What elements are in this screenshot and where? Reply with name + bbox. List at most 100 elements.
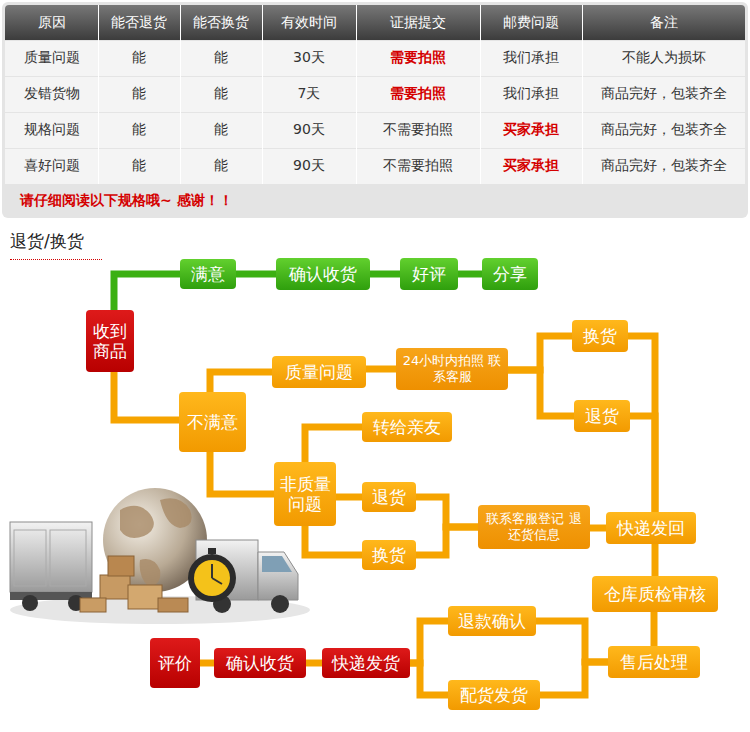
node-text: 售后处理 bbox=[620, 652, 688, 672]
table-cell: 喜好问题 bbox=[5, 148, 98, 184]
connector-line bbox=[590, 525, 606, 532]
node-text: 退货 bbox=[372, 487, 406, 507]
connector-line bbox=[210, 452, 274, 494]
process-box: 仓库质检审核 bbox=[592, 576, 718, 612]
table-cell: 买家承担 bbox=[480, 112, 582, 148]
node-text-wrap: 评价 bbox=[158, 653, 192, 673]
cell-text: 能 bbox=[132, 85, 146, 103]
process-box: 确认收货 bbox=[214, 648, 306, 678]
process-box: 快递发货 bbox=[322, 648, 410, 678]
node-text: 确认收货 bbox=[226, 653, 294, 673]
connector-line bbox=[416, 497, 478, 527]
flow-connector bbox=[114, 274, 180, 310]
table-cell: 能 bbox=[98, 112, 180, 148]
table-header-cell: 备注 bbox=[582, 5, 745, 40]
process-box: 收到商品 bbox=[86, 310, 134, 372]
connector-line bbox=[508, 370, 574, 416]
table-cell: 7天 bbox=[262, 76, 356, 112]
cell-text: 证据提交 bbox=[390, 14, 446, 32]
flow-connector bbox=[628, 336, 655, 512]
node-text-wrap: 满意 bbox=[191, 264, 225, 284]
diagram-title: 退货/换货 bbox=[10, 230, 84, 253]
cell-text: 商品完好，包装齐全 bbox=[601, 157, 727, 175]
flow-connector bbox=[508, 370, 574, 416]
cell-text: 我们承担 bbox=[503, 85, 559, 103]
node-text-wrap: 退货 bbox=[372, 487, 406, 507]
connector-line bbox=[305, 526, 362, 555]
cell-text: 质量问题 bbox=[24, 49, 80, 67]
node-text: 联系客服登记 退还货信息 bbox=[482, 511, 586, 542]
table-cell: 能 bbox=[180, 148, 262, 184]
right-truck bbox=[196, 540, 298, 613]
table-cell: 买家承担 bbox=[480, 148, 582, 184]
cell-text: 我们承担 bbox=[503, 49, 559, 67]
process-box: 快递发回 bbox=[606, 512, 696, 544]
flow-connector bbox=[458, 274, 482, 275]
table-cell: 商品完好，包装齐全 bbox=[582, 112, 745, 148]
cell-text: 邮费问题 bbox=[503, 14, 559, 32]
flow-connector bbox=[210, 372, 272, 392]
table-header-cell: 能否退货 bbox=[98, 5, 180, 40]
title-text: 退货/换货 bbox=[10, 231, 84, 251]
process-box: 24小时内拍照 联系客服 bbox=[396, 348, 508, 390]
node-text-wrap: 转给亲友 bbox=[373, 417, 441, 437]
flow-connector bbox=[536, 621, 608, 662]
process-box: 转给亲友 bbox=[362, 412, 452, 442]
table-header-cell: 邮费问题 bbox=[480, 5, 582, 40]
table-cell: 商品完好，包装齐全 bbox=[582, 76, 745, 112]
table-cell: 规格问题 bbox=[5, 112, 98, 148]
connector-line bbox=[410, 663, 448, 695]
node-text-wrap: 确认收货 bbox=[226, 653, 294, 673]
node-text: 质量问题 bbox=[285, 362, 353, 382]
cell-text: 能 bbox=[214, 121, 228, 139]
table-cell: 90天 bbox=[262, 112, 356, 148]
connector-line bbox=[416, 527, 478, 555]
table-cell: 能 bbox=[180, 112, 262, 148]
connector-line bbox=[508, 336, 572, 370]
flow-connector bbox=[236, 274, 276, 275]
node-text: 配货发货 bbox=[460, 685, 528, 705]
cell-text: 90天 bbox=[293, 157, 325, 175]
node-text: 不满意 bbox=[187, 412, 238, 432]
connector-line bbox=[114, 274, 180, 310]
flow-connector bbox=[306, 663, 322, 664]
connector-line bbox=[630, 416, 655, 512]
table-divider bbox=[480, 5, 481, 184]
cell-text: 买家承担 bbox=[503, 157, 559, 175]
cell-text: 能 bbox=[132, 157, 146, 175]
process-box: 分享 bbox=[482, 258, 538, 290]
connector-line bbox=[536, 621, 608, 662]
table-header-cell: 能否换货 bbox=[180, 5, 262, 40]
node-text-wrap: 退款确认 bbox=[458, 611, 526, 631]
flow-connector bbox=[630, 416, 655, 512]
flow-connector bbox=[210, 452, 274, 494]
cell-text: 发错货物 bbox=[24, 85, 80, 103]
cell-text: 7天 bbox=[298, 85, 321, 103]
node-text: 快递发货 bbox=[332, 653, 400, 673]
connector-line bbox=[200, 660, 214, 667]
node-text: 转给亲友 bbox=[373, 417, 441, 437]
node-text-wrap: 换货 bbox=[372, 545, 406, 565]
table-divider bbox=[180, 5, 181, 184]
node-text-wrap: 退货 bbox=[585, 406, 619, 426]
process-box: 联系客服登记 退还货信息 bbox=[478, 505, 590, 549]
flow-connector bbox=[590, 528, 606, 529]
connector-line bbox=[305, 427, 362, 462]
process-box: 退货 bbox=[574, 400, 630, 432]
cell-text: 30天 bbox=[293, 49, 325, 67]
node-text: 换货 bbox=[372, 545, 406, 565]
cell-text: 备注 bbox=[650, 14, 678, 32]
table-note: 请仔细阅读以下规格哦~ 感谢！！ bbox=[20, 188, 233, 214]
process-box: 满意 bbox=[180, 259, 236, 289]
title-underline bbox=[10, 259, 102, 260]
table-cell: 需要拍照 bbox=[356, 40, 480, 76]
cell-text: 买家承担 bbox=[503, 121, 559, 139]
table-cell: 我们承担 bbox=[480, 76, 582, 112]
cell-text: 不需要拍照 bbox=[383, 157, 453, 175]
stopwatch bbox=[188, 548, 236, 602]
flow-connector bbox=[508, 336, 572, 370]
connector-line bbox=[652, 544, 659, 576]
cell-text: 规格问题 bbox=[24, 121, 80, 139]
node-text: 退货 bbox=[585, 406, 619, 426]
cell-text: 需要拍照 bbox=[390, 49, 446, 67]
